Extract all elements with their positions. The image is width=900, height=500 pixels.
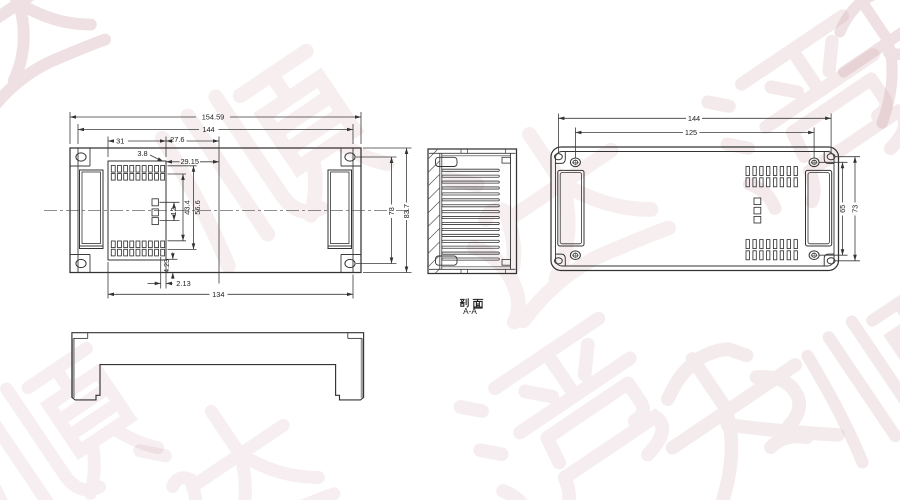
- plan-right-recess: [327, 169, 352, 249]
- front-view: [71, 332, 365, 401]
- bottom-left-recess: [557, 169, 585, 247]
- dim-text: 83.7: [402, 204, 411, 218]
- bottom-view-dimensions: 144 125 65 73: [558, 113, 860, 262]
- dim-text: 144: [202, 125, 214, 134]
- dim-text: 56.6: [193, 200, 202, 214]
- plan-vent-slots: [110, 165, 166, 257]
- bottom-outline: [550, 146, 840, 272]
- plan-dimensions: 154.59 144 31 27.6 29.15 3.8 12 43.4 56.…: [69, 112, 412, 299]
- dim-text: 134: [212, 290, 224, 299]
- dim-text: 154.59: [202, 113, 225, 122]
- dim-text: 144: [688, 114, 700, 123]
- bottom-view: [550, 146, 840, 272]
- dim-text: 3.8: [137, 149, 147, 158]
- plan-left-recess: [79, 169, 104, 249]
- dim-text: 73: [387, 207, 396, 215]
- front-outline: [71, 332, 365, 401]
- dim-text: 27.6: [170, 135, 184, 144]
- section-view: [427, 148, 518, 275]
- dim-text: 43.4: [182, 200, 191, 214]
- plan-led-slots: [151, 198, 159, 226]
- top-view: [44, 147, 412, 274]
- section-label: A-A: [459, 298, 484, 316]
- dim-text: 12: [169, 207, 178, 215]
- dim-text: 4.23: [164, 259, 171, 273]
- bottom-vent-slots: [745, 166, 798, 261]
- dim-text: 125: [685, 128, 697, 137]
- section-label-aa: A-A: [463, 307, 477, 316]
- section-outline: [427, 148, 518, 275]
- dim-text: 31: [116, 137, 124, 146]
- dim-text: 2.13: [176, 279, 190, 288]
- dim-text: 65: [838, 205, 847, 213]
- dim-text: 29.15: [180, 157, 199, 166]
- dim-text: 73: [850, 205, 859, 213]
- bottom-right-recess: [805, 169, 833, 247]
- bottom-led-slots: [753, 197, 762, 224]
